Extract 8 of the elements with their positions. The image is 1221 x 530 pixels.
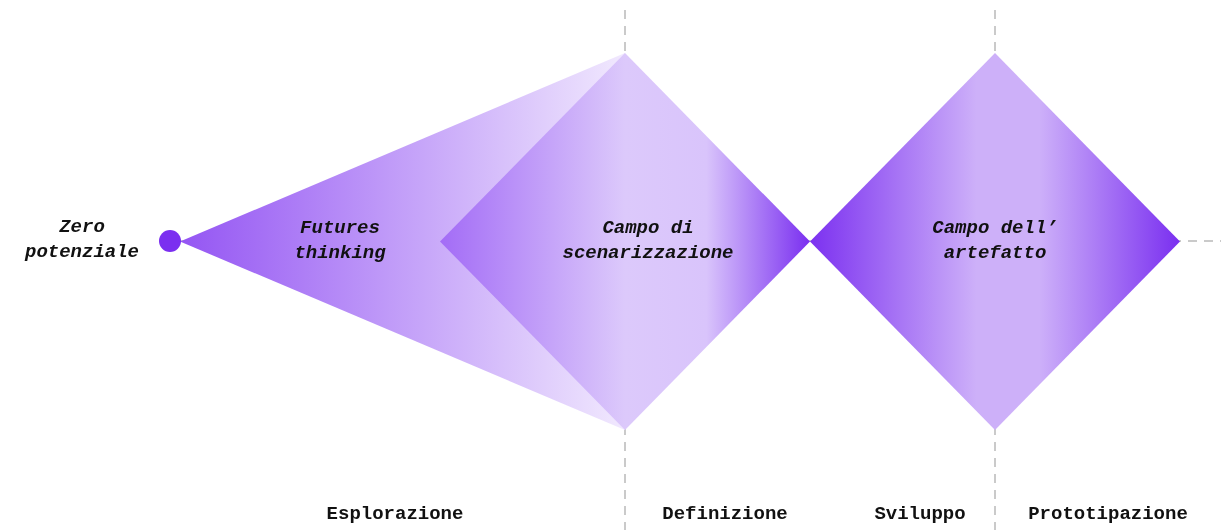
phase-label: Prototipazione: [1028, 503, 1188, 525]
phase-label: Sviluppo: [874, 503, 966, 525]
phase-label: Definizione: [662, 503, 788, 525]
node-label: Futures thinking: [293, 216, 387, 266]
node-label: Campo dell’ artefatto: [931, 216, 1059, 266]
node-caption: Zero potenziale: [23, 215, 140, 265]
node-label: Campo di scenarizzazione: [561, 216, 735, 266]
phase-label: Esplorazione: [326, 503, 464, 525]
